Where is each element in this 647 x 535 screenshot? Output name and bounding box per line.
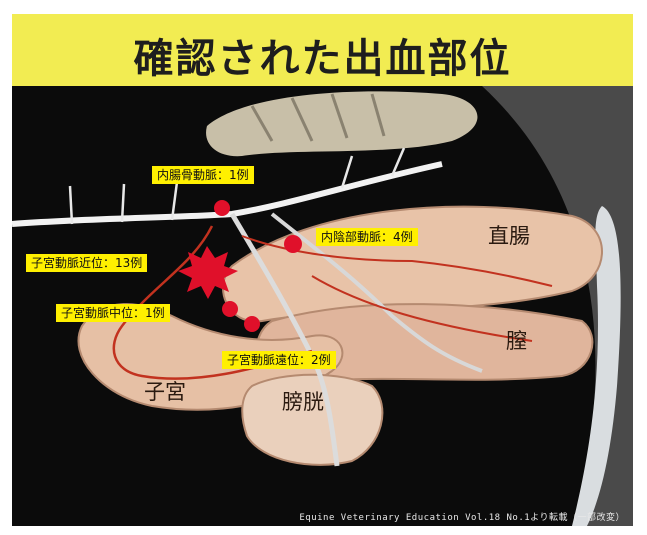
hemorrhage-marker-uterine-distal	[244, 316, 260, 332]
organ-bladder: 膀胱	[282, 386, 324, 416]
hemorrhage-marker-internal-iliac	[214, 200, 230, 216]
title-bar: 確認された出血部位	[12, 14, 633, 86]
label-uterine-proximal: 子宮動脈近位：13例	[26, 254, 147, 272]
organ-uterus: 子宮	[144, 376, 186, 406]
diagram-slide: 確認された出血部位 内腸骨動脈：1例 内陰部動脈：4例 子宮動脈近	[12, 14, 633, 526]
organ-vagina: 膣	[506, 325, 527, 355]
hemorrhage-marker-uterine-middle	[222, 301, 238, 317]
label-uterine-middle: 子宮動脈中位：1例	[56, 304, 170, 322]
organ-rectum: 直腸	[488, 220, 530, 250]
label-uterine-distal: 子宮動脈遠位：2例	[222, 351, 336, 369]
hemorrhage-marker-pudendal	[284, 235, 302, 253]
page-title: 確認された出血部位	[12, 26, 633, 84]
source-credit: Equine Veterinary Education Vol.18 No.1よ…	[299, 510, 625, 523]
label-pudendal: 内陰部動脈：4例	[316, 228, 418, 246]
label-internal-iliac: 内腸骨動脈：1例	[152, 166, 254, 184]
